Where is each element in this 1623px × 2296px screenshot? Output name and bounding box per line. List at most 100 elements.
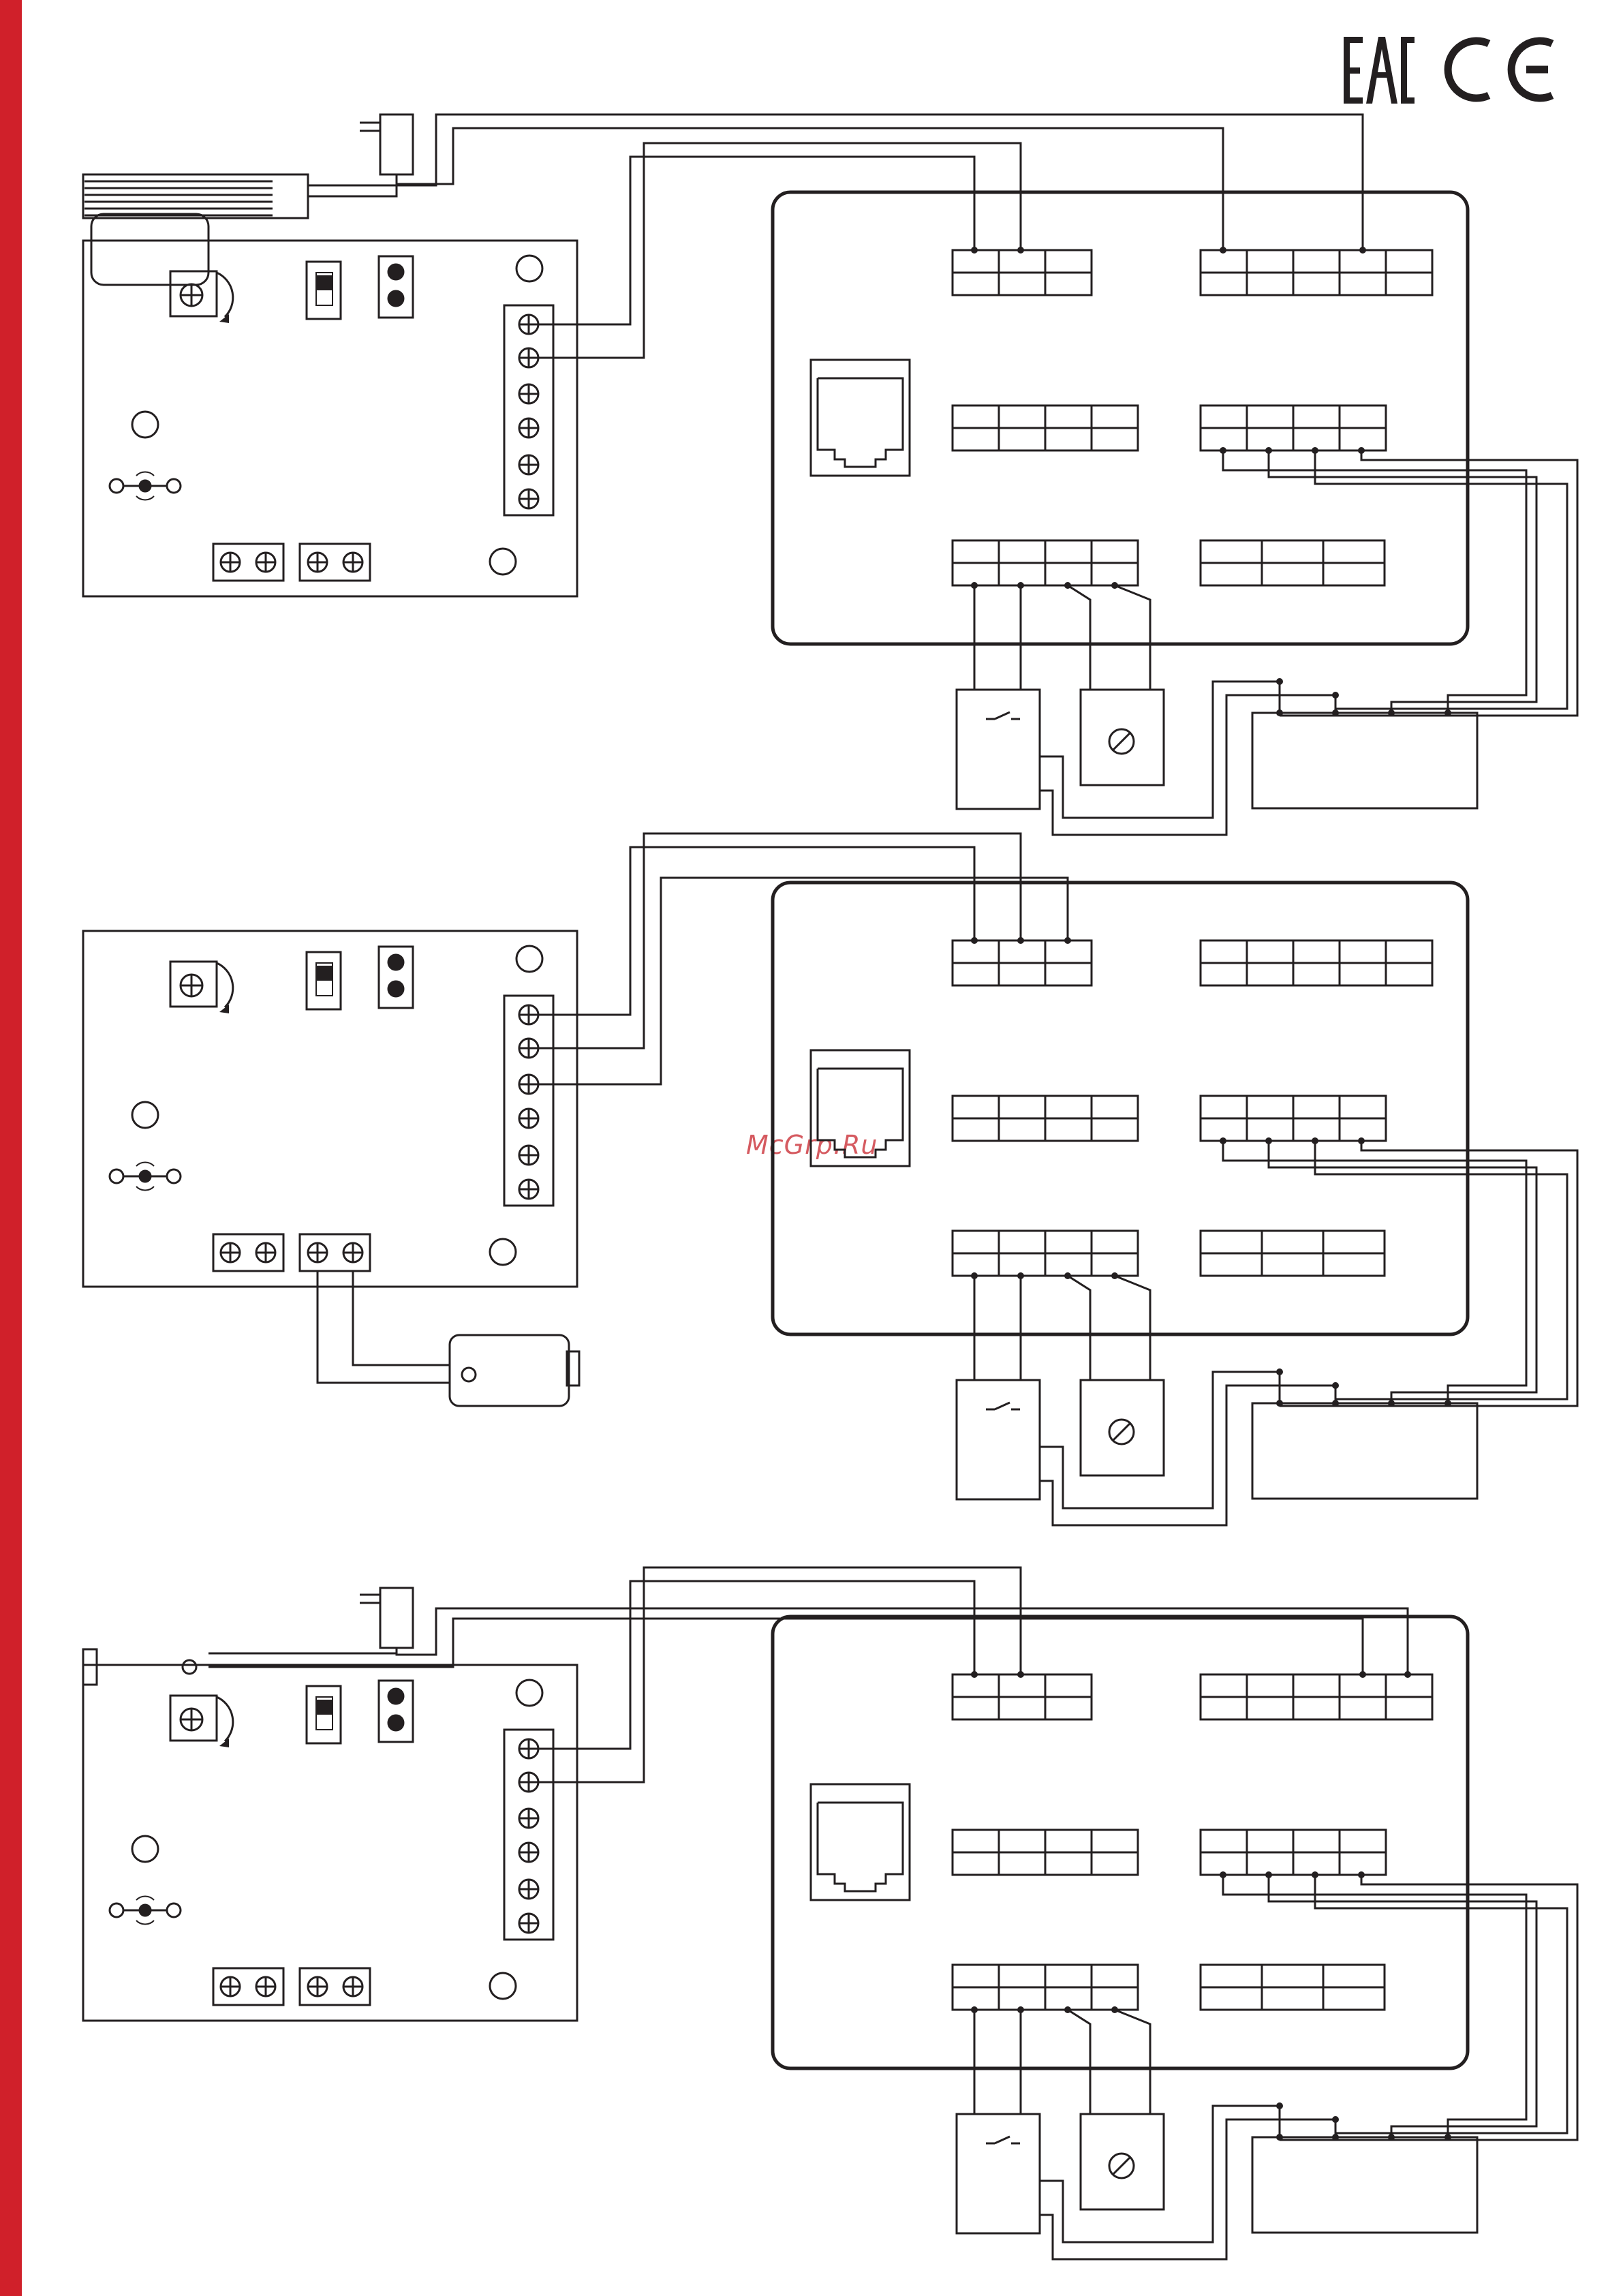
mounting-hole [132,1836,158,1862]
terminal-block [1201,405,1386,450]
led-icon [140,1171,151,1182]
lock-body [450,1335,569,1406]
junction-dot [1265,1871,1272,1878]
power-supply-box [1252,713,1477,808]
junction-dot [1276,2134,1283,2141]
power-adapter [380,114,413,174]
door-sensor [1081,2114,1164,2209]
dip-switch-lever [316,1700,333,1715]
junction-dot [1359,1671,1366,1678]
screw-terminal [519,489,538,508]
junction-dot [1444,1400,1451,1407]
junction-dot [1444,2134,1451,2141]
card-reader [83,114,1366,254]
screw-terminal [256,1243,275,1262]
mounting-hole [490,1239,516,1265]
mounting-hole [132,1102,158,1128]
junction-dot [1388,709,1395,716]
jumper-pin [388,981,403,996]
junction-dot [1276,1400,1283,1407]
screw-terminal [519,1109,538,1128]
terminal-block [953,405,1138,450]
junction-dot [1276,2102,1283,2109]
jumper-pin [388,955,403,970]
panel-top [83,114,1577,835]
junction-dot [1358,1137,1365,1144]
junction-dot [1111,582,1118,589]
mounting-hole [490,549,516,575]
board-terminal-strip [504,996,553,1206]
screw-terminal [221,1977,240,1996]
mounting-hole [516,256,542,281]
junction-dot [1358,1871,1365,1878]
arrow-head-icon [219,1005,229,1013]
terminal-block [953,1674,1092,1719]
screw-terminal [519,1880,538,1899]
rj45-port-icon [811,1050,910,1166]
potentiometer [170,962,217,1007]
power-adapter [380,1588,413,1648]
rotate-arrow-icon [217,273,233,317]
panel-bottom [83,214,1577,2259]
main-module [773,192,1468,644]
wires [538,833,1577,1525]
junction-dot [1332,2116,1339,2123]
junction-dot [971,582,978,589]
controller-board [83,931,577,1287]
rj45-port-icon [811,360,910,476]
junction-dot [1388,2134,1395,2141]
screw-terminal [308,553,327,572]
module-outline [773,883,1468,1334]
dip-switch-lever [316,966,333,981]
screw-terminal [343,1977,362,1996]
arrow-head-icon [219,314,229,323]
rj45-port-icon [811,1784,910,1900]
screw-terminal [343,553,362,572]
mounting-hole [516,946,542,972]
screw-terminal [519,455,538,474]
potentiometer [170,271,217,316]
junction-dot [1017,1671,1024,1678]
junction-dot [1332,1382,1339,1389]
terminal-block [953,250,1092,295]
terminal-block [953,1830,1138,1875]
screw-terminal [308,1977,327,1996]
mounting-hole [516,1680,542,1706]
junction-dot [1358,447,1365,454]
terminal-block [1201,1830,1386,1875]
electromagnetic-lock [318,1271,579,1406]
camera-led [183,1660,196,1674]
jumper-pin [388,264,403,279]
screw-terminal [519,315,538,334]
junction-dot [1017,247,1024,254]
junction-dot [1276,1368,1283,1375]
accent-bar [0,0,22,2296]
junction-dot [1332,709,1339,716]
controller-board [83,1665,577,2021]
arrow-head-icon [219,1739,229,1747]
junction-dot [1265,1137,1272,1144]
junction-dot [1111,2006,1118,2013]
camera-lens [83,1649,97,1685]
led-icon [140,480,151,491]
junction-dot [1359,247,1366,254]
dip-switch-lever [316,275,333,290]
wires [538,1567,1577,2259]
junction-dot [1017,1272,1024,1279]
terminal-block [953,1096,1138,1141]
external-devices [957,2114,1477,2233]
screw-terminal [519,1809,538,1828]
door-sensor [1081,690,1164,785]
terminal-block [1201,1231,1385,1276]
jumper-pin [388,1715,403,1730]
junction-dot [1220,447,1226,454]
terminal-block [1201,1674,1432,1719]
junction-dot [1111,1272,1118,1279]
power-supply-box [1252,1403,1477,1499]
terminal-block [1201,1096,1386,1141]
junction-dot [971,937,978,944]
junction-dot [1332,692,1339,699]
screw-terminal [256,1977,275,1996]
junction-dot [971,2006,978,2013]
screw-terminal [519,1146,538,1165]
